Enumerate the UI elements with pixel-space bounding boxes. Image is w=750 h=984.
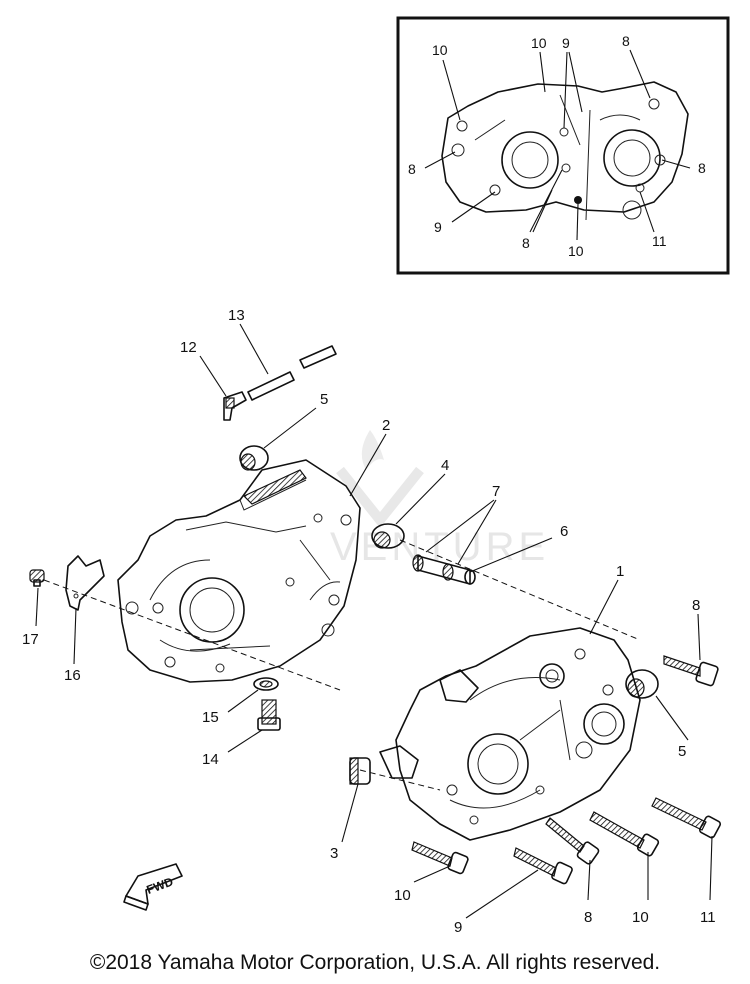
callout-15-washer: 15 [202,709,219,726]
inset-callout-8a: 8 [622,33,630,49]
bolt-8-upper [663,655,719,687]
axis-line-dowel [359,769,441,791]
bush-5-upper [239,445,269,471]
inset-crankcase-view: 10 10 9 8 8 8 9 8 10 11 [396,16,730,275]
fwd-arrow-icon: FWD [123,863,183,911]
fwd-label: FWD [145,874,176,897]
callout-16-bracket: 16 [64,667,81,684]
bolt-11 [651,797,722,839]
crankcase-right-1 [379,627,641,841]
hose-13 [247,345,337,401]
callout-4-bush: 4 [441,457,449,474]
inset-callout-9b: 9 [434,219,442,235]
inset-callout-10c: 10 [568,243,584,259]
inset-callout-11: 11 [652,233,667,249]
callout-5-upper: 5 [320,391,328,408]
washer-15 [253,677,279,691]
bolt-10-right [589,811,660,857]
bolt-9 [513,847,573,885]
bolt-14 [257,699,281,731]
callout-7-dowel: 7 [492,483,500,500]
inset-callout-9a: 9 [562,35,570,51]
bolt-10-left [411,841,469,875]
bolt-8-lower [545,817,600,865]
callout-6-shaft: 6 [560,523,568,540]
callout-10-left: 10 [394,887,411,904]
nipple-12 [223,391,247,421]
callout-13-hose: 13 [228,307,245,324]
inset-callout-8c: 8 [698,160,706,176]
inset-callout-8d: 8 [522,235,530,251]
callout-3-bush: 3 [330,845,338,862]
bush-4 [371,523,405,549]
callout-1-crankcase-right: 1 [616,563,624,580]
callout-14-bolt: 14 [202,751,219,768]
axis-line-bracket [43,579,341,691]
crankcase-left-2 [117,459,361,683]
copyright-notice: ©2018 Yamaha Motor Corporation, U.S.A. A… [89,951,661,974]
bracket-16 [65,555,105,611]
axis-line-bearing [399,539,641,641]
callout-5-lower: 5 [678,743,686,760]
callout-17-screw: 17 [22,631,39,648]
inset-callout-10b: 10 [531,35,547,51]
watermark: VENTURE [330,430,545,569]
callout-12-nipple: 12 [180,339,197,356]
inset-callout-10a: 10 [432,42,448,58]
callout-2-crankcase-left: 2 [382,417,390,434]
dowel-pin-7 [412,554,476,585]
callout-11: 11 [700,909,716,926]
bush-5-lower [625,669,659,699]
inset-frame [396,16,730,275]
callout-8-upper: 8 [692,597,700,614]
bush-3 [349,757,371,785]
callout-10-right: 10 [632,909,649,926]
inset-callout-8b: 8 [408,161,416,177]
callout-8-lower: 8 [584,909,592,926]
screw-17 [29,569,45,587]
callout-9: 9 [454,919,462,936]
